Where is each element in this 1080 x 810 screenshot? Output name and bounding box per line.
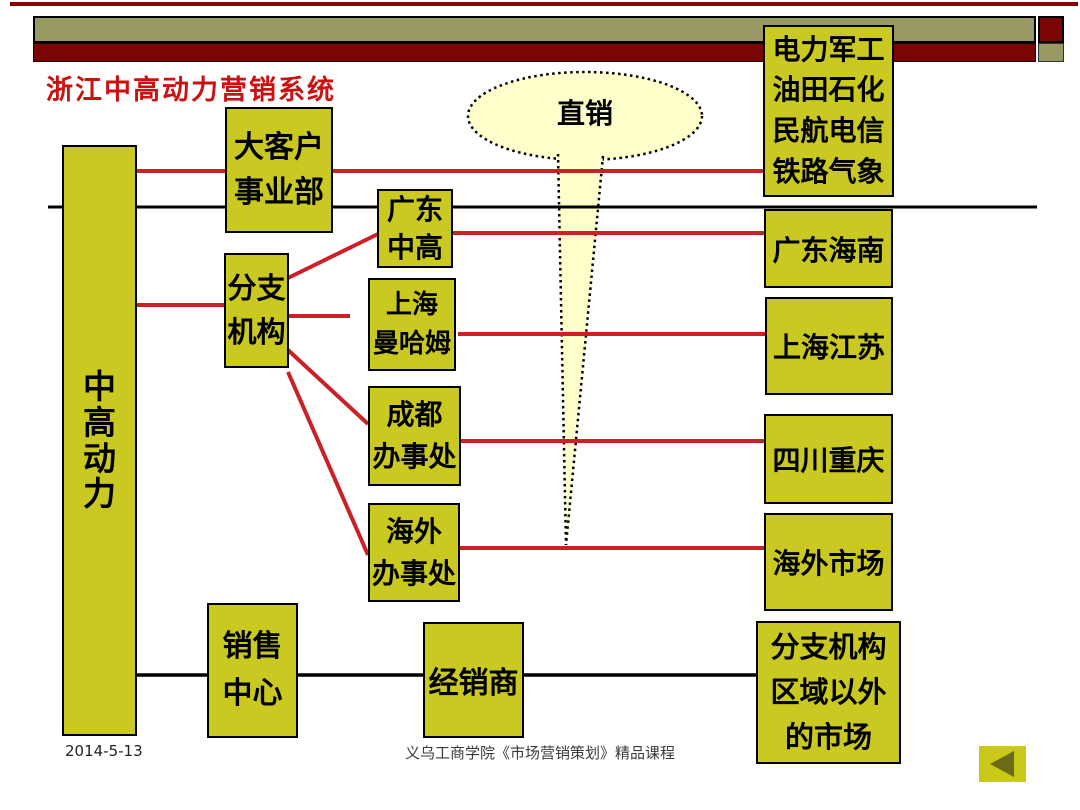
funnel-right-edge — [564, 155, 605, 546]
box-market-outside-branch-label: 分支机构 区域以外 的市场 — [770, 630, 887, 754]
box-overseas-office: 海外 办事处 — [368, 503, 460, 602]
box-shanghai-manham-label: 上海 曼哈姆 — [372, 289, 451, 359]
box-sales-center: 销售 中心 — [207, 603, 298, 738]
box-industry-customers: 电力军工 油田石化 民航电信 铁路气象 — [763, 25, 894, 197]
box-sichuan-chongqing: 四川重庆 — [764, 414, 893, 504]
box-shanghai-jiangsu: 上海江苏 — [765, 297, 893, 395]
box-overseas-market-label: 海外市场 — [772, 547, 885, 580]
box-key-account-label: 大客户 事业部 — [234, 130, 324, 210]
course-footer: 义乌工商学院《市场营销策划》精品课程 — [404, 744, 675, 762]
slide-date: 2014-5-13 — [65, 742, 143, 760]
box-chengdu-office-label: 成都 办事处 — [372, 398, 457, 473]
box-shanghai-jiangsu-label: 上海江苏 — [772, 331, 885, 364]
direct-sales-label: 直销 — [556, 97, 613, 130]
red-connector-branch-chengdu — [286, 348, 370, 426]
box-chengdu-office: 成都 办事处 — [368, 386, 461, 486]
direct-sales-funnel — [558, 154, 603, 545]
box-branch-org: 分支 机构 — [224, 253, 289, 368]
header-olive-square — [1038, 43, 1064, 62]
left-triangle-icon — [989, 751, 1014, 777]
header-maroon-square — [1038, 16, 1064, 43]
box-sales-center-label: 销售 中心 — [222, 629, 283, 711]
box-company: 中高动力 — [62, 145, 137, 736]
box-guangdong-hainan-label: 广东海南 — [772, 233, 885, 267]
box-guangdong-zhonggao: 广东 中高 — [377, 189, 453, 268]
box-company-label: 中高动力 — [83, 367, 116, 514]
box-market-outside-branch: 分支机构 区域以外 的市场 — [756, 621, 901, 764]
box-overseas-market: 海外市场 — [764, 513, 893, 611]
box-industry-customers-label: 电力军工 油田石化 民航电信 铁路气象 — [772, 32, 885, 188]
top-accent-line — [10, 2, 1078, 6]
box-overseas-office-label: 海外 办事处 — [371, 514, 456, 590]
slide-title: 浙江中高动力营销系统 — [46, 75, 336, 106]
red-connector-branch-gdzhonggao — [287, 232, 379, 280]
box-dealer: 经销商 — [423, 622, 524, 738]
red-connector-branch-overseas — [286, 371, 370, 556]
box-dealer-label: 经销商 — [428, 666, 519, 701]
box-key-account-dept: 大客户 事业部 — [225, 107, 333, 233]
box-shanghai-manham: 上海 曼哈姆 — [368, 278, 456, 371]
funnel-left-edge — [556, 153, 568, 546]
box-sichuan-chongqing-label: 四川重庆 — [772, 444, 885, 477]
box-branch-label: 分支 机构 — [227, 271, 286, 349]
box-guangdong-zhonggao-label: 广东 中高 — [386, 192, 443, 264]
back-button[interactable] — [979, 746, 1026, 782]
box-guangdong-hainan: 广东海南 — [764, 209, 893, 288]
